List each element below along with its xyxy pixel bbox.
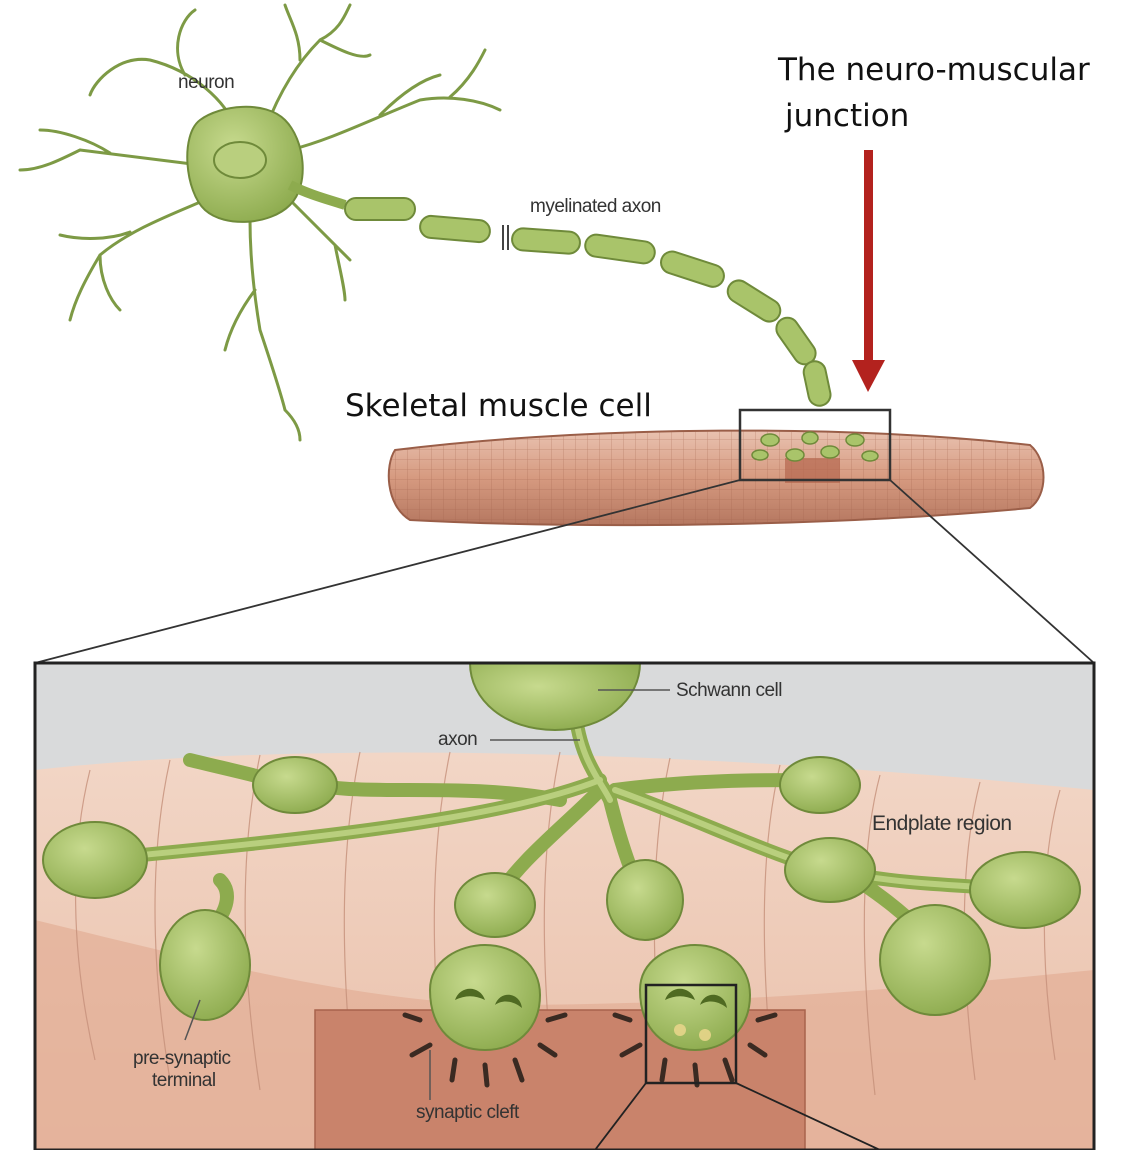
- zoom-box: [738, 408, 892, 482]
- junction-arrow: [852, 150, 885, 392]
- dendrites: [18, 3, 502, 442]
- skeletal-muscle-cell-label: Skeletal muscle cell: [345, 388, 652, 424]
- vesicles: [455, 988, 727, 1008]
- cleft-zoom-box: [644, 983, 738, 1085]
- neuron: [18, 3, 832, 442]
- presynaptic-label-line1: pre-synaptic: [133, 1048, 231, 1069]
- presynaptic-label-line2: terminal: [152, 1070, 216, 1091]
- neuron-label: neuron: [178, 72, 235, 93]
- inset-panel: [33, 661, 1096, 1150]
- schwann-cell: [468, 662, 642, 732]
- receptors: [402, 1012, 778, 1088]
- schwann-cell-label: Schwann cell: [676, 680, 782, 701]
- skeletal-muscle-fiber: [387, 408, 1045, 527]
- boutons: [42, 756, 1081, 1052]
- fiber-terminals: [751, 431, 879, 462]
- junction-title-line1: The neuro-muscular: [778, 52, 1090, 88]
- axon-label: axon: [438, 729, 478, 750]
- myelinated-axon-label: myelinated axon: [530, 196, 661, 217]
- nucleus: [213, 141, 267, 179]
- synaptic-cleft-label: synaptic cleft: [416, 1102, 519, 1123]
- zoom-lines: [34, 479, 1095, 664]
- endplate-region-label: Endplate region: [872, 812, 1012, 835]
- leader-lines: [184, 689, 670, 1100]
- myelinated-axon: [287, 180, 832, 407]
- junction-title-line2: junction: [785, 98, 910, 134]
